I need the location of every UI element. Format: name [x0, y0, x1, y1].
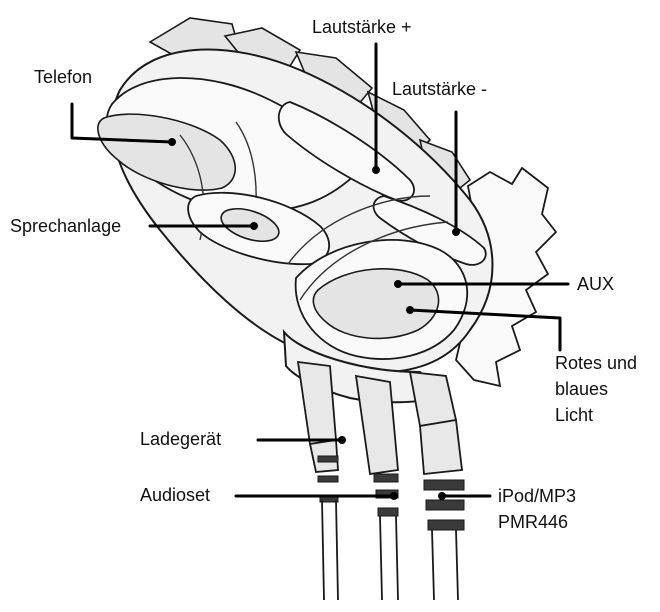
label-rotes-und-blaues-licht: Rotes und blaues Licht: [555, 350, 637, 428]
aux-button: [312, 268, 440, 340]
cable-ladegeraet: [296, 360, 339, 601]
leader-ladegeraet: [256, 436, 346, 444]
leader-licht: [406, 306, 562, 352]
label-ipod-pmr: iPod/MP3 PMR446: [498, 483, 576, 535]
volume-minus-button: [372, 195, 487, 266]
label-sprechanlage: Sprechanlage: [10, 216, 122, 236]
cable-audioset: [354, 374, 399, 601]
label-audioset: Audioset: [140, 485, 211, 505]
leader-lautstaerke-plus: [372, 42, 380, 174]
label-rotes-line2: blaues: [555, 379, 609, 399]
label-aux: AUX: [577, 274, 615, 294]
cable-ipod: [408, 370, 465, 601]
device-band-right: [287, 195, 431, 265]
leader-ipod: [438, 492, 492, 500]
leader-lautstaerke-minus: [452, 110, 460, 236]
label-rotes-line3: Licht: [555, 405, 594, 425]
label-ipod-line1: iPod/MP3: [498, 486, 577, 506]
label-lautstaerke-minus: Lautstärke -: [392, 79, 488, 99]
label-telefon: Telefon: [34, 67, 93, 87]
leader-sprechanlage: [148, 222, 258, 230]
label-rotes-line1: Rotes und: [555, 353, 638, 373]
label-ladegeraet: Ladegerät: [140, 429, 222, 449]
leader-audioset: [234, 492, 398, 500]
telefon-button: [97, 113, 236, 191]
label-ipod-line2: PMR446: [498, 512, 569, 532]
leader-telefon: [70, 102, 176, 146]
leader-aux: [394, 280, 570, 288]
device-band-right-2: [299, 221, 449, 301]
label-lautstaerke-plus: Lautstärke +: [312, 17, 412, 37]
